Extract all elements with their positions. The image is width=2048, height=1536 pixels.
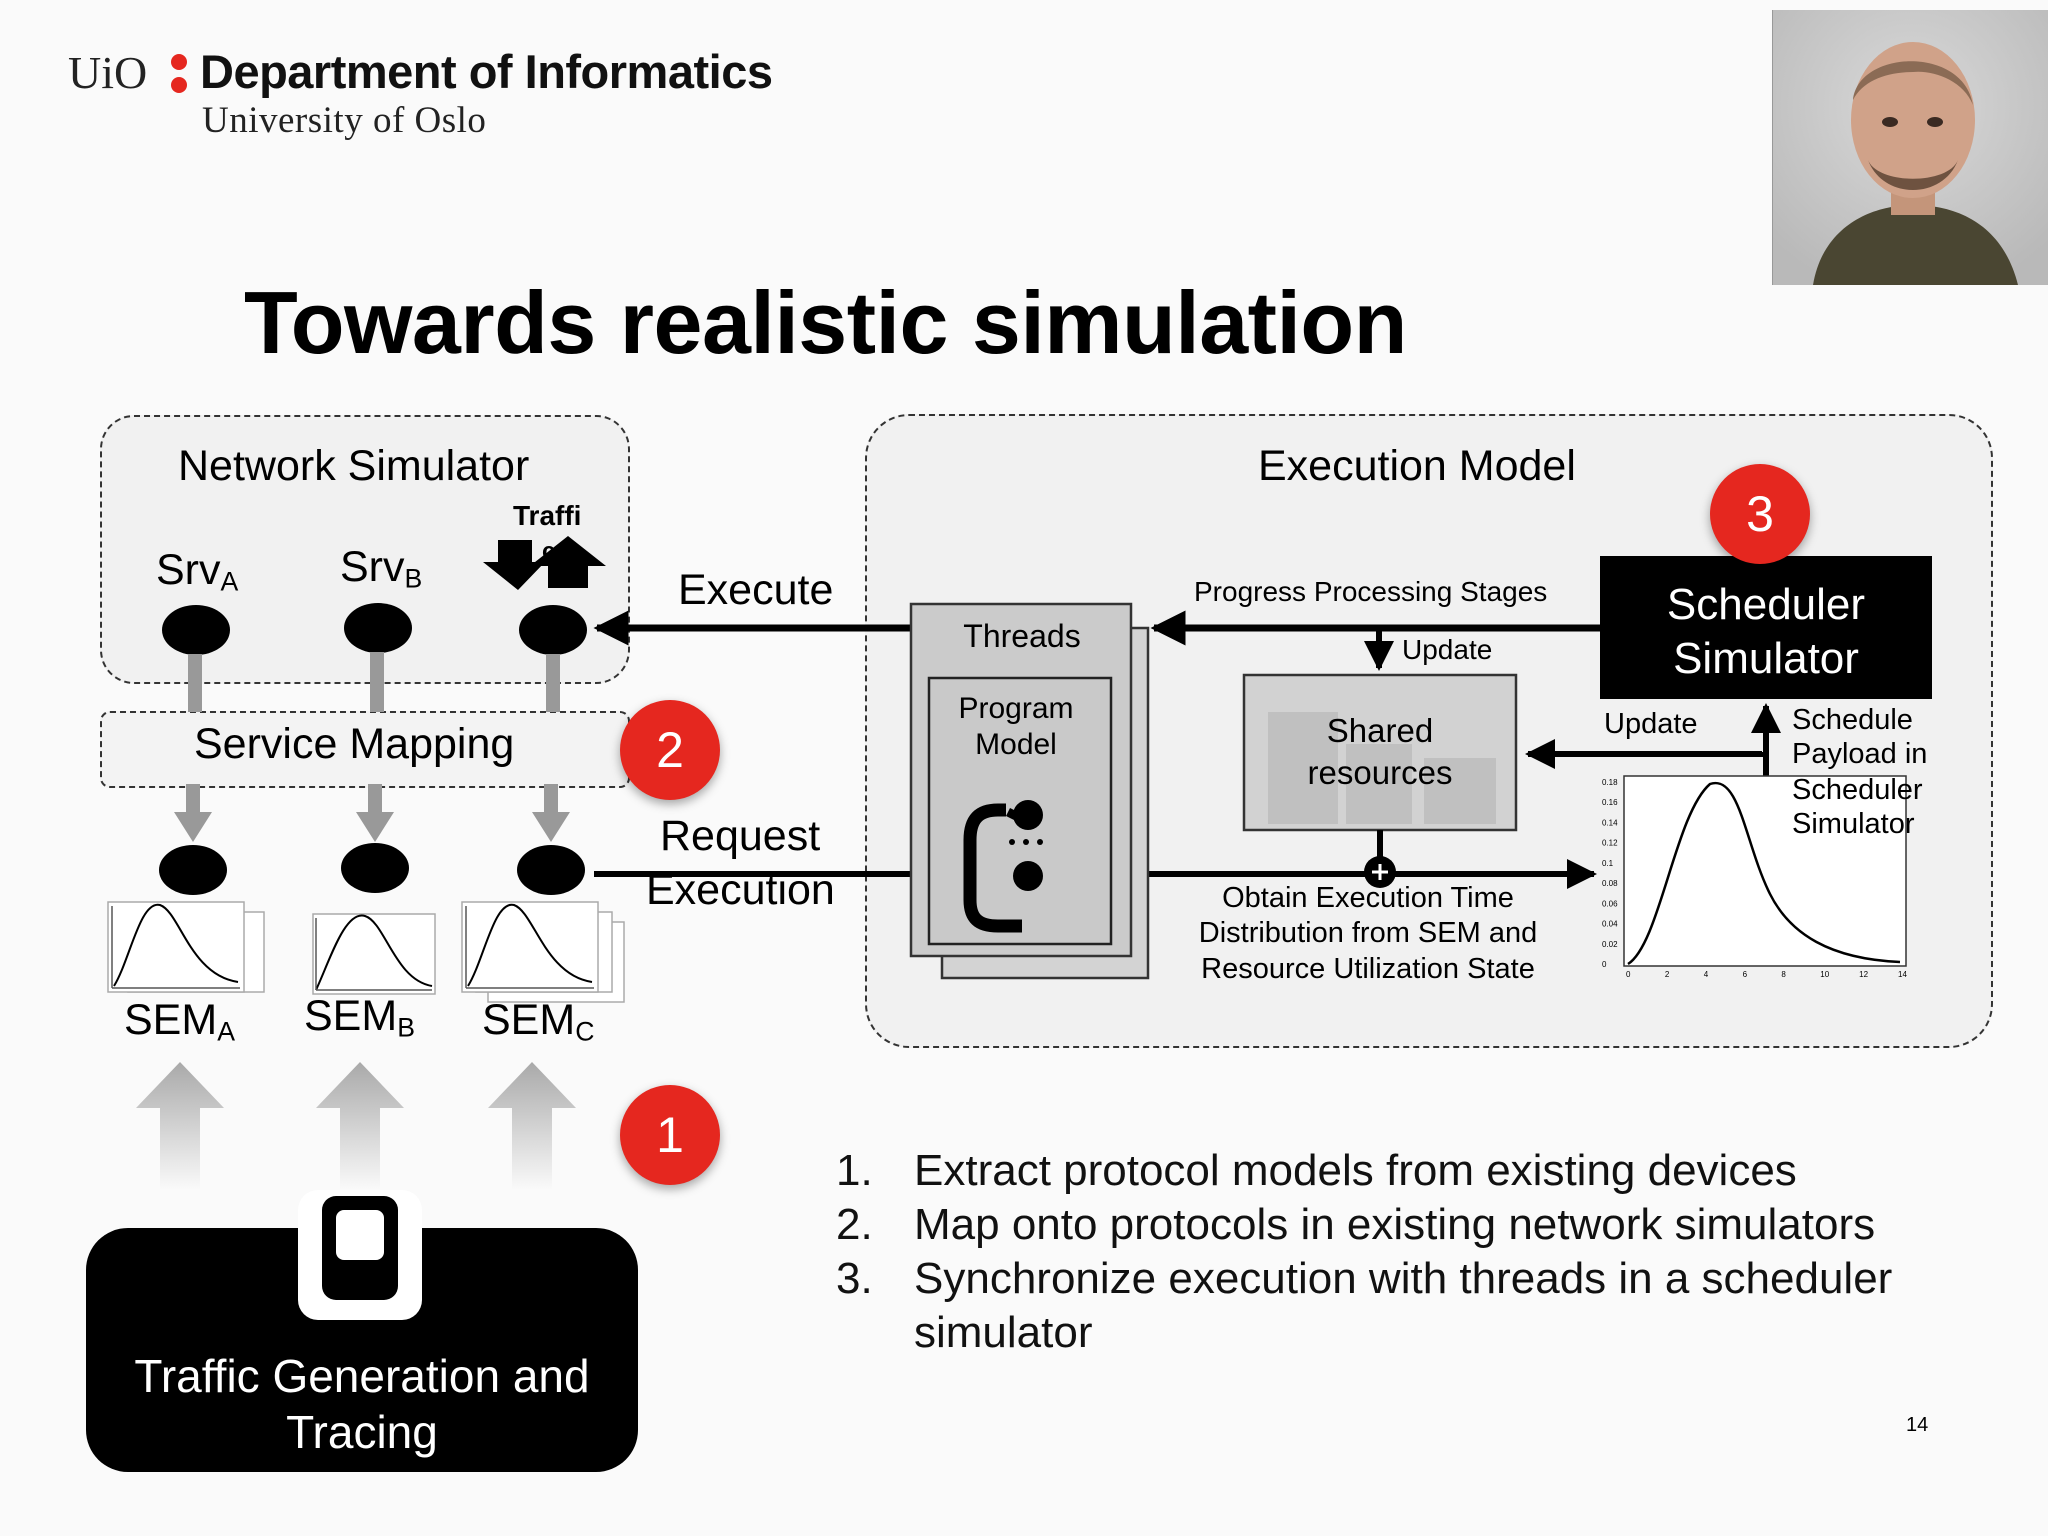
srv-a-label: SrvA xyxy=(156,546,239,597)
program-model-flow-icon xyxy=(963,800,1043,933)
mini-chart-x-tick: 14 xyxy=(1898,970,1907,979)
mini-chart-y-tick: 0.18 xyxy=(1602,778,1618,787)
schedule-payload-4: Simulator xyxy=(1792,808,1915,840)
schedule-payload-3: Scheduler xyxy=(1792,774,1923,806)
network-simulator-title: Network Simulator xyxy=(178,442,530,490)
device-icon xyxy=(298,1190,422,1320)
department-name: Department of Informatics xyxy=(200,45,773,98)
mini-chart-x-tick: 4 xyxy=(1704,970,1709,979)
badge-1: 1 xyxy=(620,1085,720,1185)
mini-chart-y-tick: 0.1 xyxy=(1602,859,1614,868)
university-name: University of Oslo xyxy=(202,100,487,141)
mini-chart-y-tick: 0 xyxy=(1602,960,1607,969)
badge-3: 3 xyxy=(1710,464,1810,564)
execute-label: Execute xyxy=(678,566,834,614)
request-label: Request xyxy=(660,812,821,860)
uio-logo-text: UiO xyxy=(68,47,148,98)
threads-label: Threads xyxy=(963,618,1081,654)
program-model-label-2: Model xyxy=(975,728,1057,761)
schedule-payload-1: Schedule xyxy=(1792,704,1913,736)
mini-chart-y-tick: 0.06 xyxy=(1602,899,1618,908)
mini-chart-x-tick: 8 xyxy=(1781,970,1786,979)
obtain-line-2: Distribution from SEM and xyxy=(1198,917,1538,949)
update-side-label: Update xyxy=(1604,708,1698,740)
uio-logo-dots-icon xyxy=(171,54,187,93)
traffic-label: Traffi xyxy=(513,500,582,531)
service-nodes xyxy=(159,603,587,895)
shared-resources-label-1: Shared xyxy=(1326,712,1434,749)
mini-chart-x-tick: 2 xyxy=(1665,970,1670,979)
service-mapping-panel xyxy=(100,711,630,788)
presenter-portrait-icon xyxy=(1773,10,2048,285)
presenter-video xyxy=(1772,10,2048,285)
update-top-label: Update xyxy=(1402,634,1493,665)
progress-label: Progress Processing Stages xyxy=(1194,576,1548,607)
obtain-line-1: Obtain Execution Time xyxy=(1222,882,1514,914)
mini-chart-y-tick: 0.04 xyxy=(1602,920,1618,929)
threads-stack xyxy=(909,602,1150,980)
traffic-generation-line-1: Traffic Generation and xyxy=(134,1350,590,1402)
upload-arrows-icon xyxy=(136,1062,576,1190)
slide-title: Towards realistic simulation xyxy=(244,273,1407,372)
mini-chart-y-tick: 0.02 xyxy=(1602,940,1618,949)
scheduler-line-1: Scheduler xyxy=(1666,580,1866,629)
sem-a-label: SEMA xyxy=(124,996,235,1047)
mini-chart-y-tick: 0.08 xyxy=(1602,879,1618,888)
mini-chart-y-tick: 0.16 xyxy=(1602,798,1618,807)
mini-chart-x-tick: 12 xyxy=(1859,970,1868,979)
execution-label: Execution xyxy=(646,866,835,914)
sem-b-label: SEMB xyxy=(304,992,415,1043)
scheduler-line-2: Simulator xyxy=(1673,634,1859,683)
srv-b-label: SrvB xyxy=(340,543,423,594)
mini-chart-x-tick: 0 xyxy=(1626,970,1631,979)
shared-resources-box xyxy=(1242,673,1518,832)
mini-chart-y-tick: 0.12 xyxy=(1602,839,1618,848)
page-number: 14 xyxy=(1906,1414,1929,1436)
traffic-generation-line-2: Tracing xyxy=(286,1406,438,1458)
obtain-line-3: Resource Utilization State xyxy=(1201,953,1535,985)
sem-c-label: SEMC xyxy=(482,996,595,1047)
execution-model-title: Execution Model xyxy=(1258,442,1576,490)
program-model-label-1: Program xyxy=(958,692,1074,725)
mini-chart-x-tick: 6 xyxy=(1743,970,1748,979)
scheduler-simulator-box: Scheduler Simulator xyxy=(1600,556,1932,699)
badge-2: 2 xyxy=(620,700,720,800)
service-mapping-label: Service Mapping xyxy=(194,720,515,768)
shared-resources-label-2: resources xyxy=(1307,754,1453,791)
traffic-arrows-icon xyxy=(483,536,606,590)
mini-chart-y-tick: 0.14 xyxy=(1602,818,1618,827)
schedule-payload-2: Payload in xyxy=(1792,738,1928,770)
execution-time-distribution-chart: 0.18 0.16 0.14 0.12 0.1 0.08 0.06 0.04 0.02 0 0 2 4… xyxy=(1602,775,1907,979)
mini-chart-x-tick: 10 xyxy=(1820,970,1829,979)
